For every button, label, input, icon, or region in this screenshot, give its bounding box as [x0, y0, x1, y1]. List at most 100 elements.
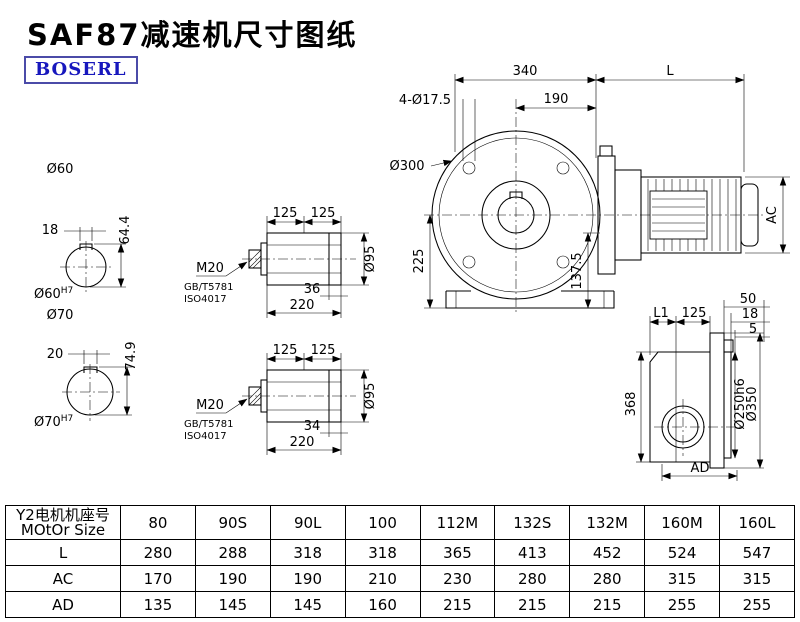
d1-m20-label: M20 — [196, 261, 224, 276]
keyw-18-label: 18 — [42, 223, 59, 238]
size-90L: 90L — [269, 505, 346, 540]
cell: 215 — [569, 591, 646, 618]
dim-L1-label: L1 — [653, 306, 669, 321]
dim-5-label: 5 — [749, 322, 757, 337]
dim-AD-label: AD — [691, 461, 710, 476]
cell: 318 — [344, 539, 421, 566]
cell: 215 — [419, 591, 496, 618]
dim-340-label: 340 — [513, 64, 538, 79]
cell: 315 — [719, 565, 795, 592]
cell: 135 — [120, 591, 196, 618]
motor-size-table: Y2电机机座号 MOtOr Size 80 90S 90L 100 112M 1… — [5, 505, 795, 618]
dim-125-side-label: 125 — [682, 306, 707, 321]
d2-125a-label: 125 — [273, 343, 298, 358]
cell: 288 — [194, 539, 271, 566]
shaft-detail-2: 125 125 M20 GB/T5781 ISO4017 34 220 Ø95 — [184, 343, 378, 455]
fit-70-tol: H7 — [61, 414, 74, 424]
table-row-AC: AC 170 190 190 210 230 280 280 315 315 — [5, 565, 795, 592]
cell: 452 — [569, 539, 646, 566]
d2-34-label: 34 — [304, 419, 321, 434]
size-80: 80 — [120, 505, 196, 540]
table-header-row: Y2电机机座号 MOtOr Size 80 90S 90L 100 112M 1… — [5, 505, 795, 540]
d2-220-label: 220 — [290, 435, 315, 450]
d1-std1-label: GB/T5781 — [184, 282, 234, 293]
size-132S: 132S — [494, 505, 571, 540]
fit-60-tol: H7 — [61, 286, 74, 296]
dim-dia350-label: Ø350 — [745, 386, 760, 421]
keyh-749-label: 74.9 — [124, 342, 139, 371]
d2-std2-label: ISO4017 — [184, 431, 227, 442]
flange-bolt-hole — [462, 255, 476, 269]
row-label-AD: AD — [5, 591, 121, 618]
dim-AC-label: AC — [765, 206, 780, 224]
keyway-70 — [83, 366, 98, 373]
table-row-AD: AD 135 145 145 160 215 215 215 255 255 — [5, 591, 795, 618]
side-view-dimensions: L1 125 50 18 5 368 Ø250h6 Ø350 AD — [624, 292, 770, 481]
cell: 160 — [344, 591, 421, 618]
dim-50-label: 50 — [740, 292, 757, 307]
cell: 318 — [269, 539, 346, 566]
shaft-detail-1: 125 125 M20 GB/T5781 ISO4017 36 220 Ø95 — [184, 206, 378, 318]
cell: 215 — [494, 591, 571, 618]
cell: 210 — [344, 565, 421, 592]
keyw-20-label: 20 — [47, 347, 64, 362]
row-label-L: L — [5, 539, 121, 566]
cell: 365 — [419, 539, 496, 566]
cell: 524 — [644, 539, 720, 566]
output-flange — [709, 332, 725, 469]
motor — [597, 145, 759, 275]
brand-logo: BOSERL — [24, 56, 138, 84]
d1-dia95-label: Ø95 — [363, 246, 378, 273]
side-view — [649, 332, 742, 469]
d1-36-label: 36 — [304, 282, 321, 297]
flange-spigot — [723, 351, 732, 459]
dim-dia300-label: Ø300 — [389, 159, 424, 174]
cell: 547 — [719, 539, 795, 566]
cell: 190 — [269, 565, 346, 592]
dim-dia250-label: Ø250h6 — [733, 378, 748, 430]
cell: 280 — [120, 539, 196, 566]
flange-bolt-hole — [556, 161, 570, 175]
cell: 170 — [120, 565, 196, 592]
cell: 255 — [719, 591, 795, 618]
header-en: MOtOr Size — [20, 520, 106, 539]
size-160M: 160M — [644, 505, 720, 540]
fit-60-dia: Ø60 — [34, 287, 61, 302]
cell: 190 — [194, 565, 271, 592]
cell: 280 — [569, 565, 646, 592]
cell: 145 — [269, 591, 346, 618]
d1-125b-label: 125 — [311, 206, 336, 221]
size-100: 100 — [344, 505, 421, 540]
dim-holes-label: 4-Ø17.5 — [399, 93, 451, 108]
d2-125b-label: 125 — [311, 343, 336, 358]
cell: 230 — [419, 565, 496, 592]
d2-std1-label: GB/T5781 — [184, 419, 234, 430]
cell: 255 — [644, 591, 720, 618]
motor-size-header-cell: Y2电机机座号 MOtOr Size — [5, 505, 121, 540]
d2-dia95-label: Ø95 — [363, 383, 378, 410]
flange-bolt-hole — [462, 161, 476, 175]
d1-220-label: 220 — [290, 298, 315, 313]
dim-190-label: 190 — [544, 92, 569, 107]
dim-368-label: 368 — [624, 392, 639, 417]
size-160L: 160L — [719, 505, 795, 540]
shaft-section-60: Ø60 18 64.4 Ø60H7 — [34, 162, 133, 302]
cell: 315 — [644, 565, 720, 592]
bore-keyway — [509, 191, 523, 199]
motor-fan-cover — [740, 183, 759, 247]
header-cn: Y2电机机座号 — [16, 505, 110, 524]
dia70-label: Ø70 — [47, 308, 74, 323]
shaft-section-70: Ø70 20 74.9 Ø70H7 — [34, 308, 139, 430]
size-112M: 112M — [419, 505, 496, 540]
dim-137-label: 137.5 — [570, 252, 585, 289]
front-view — [424, 99, 764, 314]
keyway-60 — [79, 243, 93, 250]
dim-225-label: 225 — [412, 249, 427, 274]
cell: 280 — [494, 565, 571, 592]
row-label-AC: AC — [5, 565, 121, 592]
dia60-label: Ø60 — [47, 162, 74, 177]
fit-60-label: Ø60H7 — [34, 286, 73, 302]
front-view-dimensions: 340 L 190 4-Ø17.5 Ø300 225 137.5 AC — [389, 64, 790, 309]
